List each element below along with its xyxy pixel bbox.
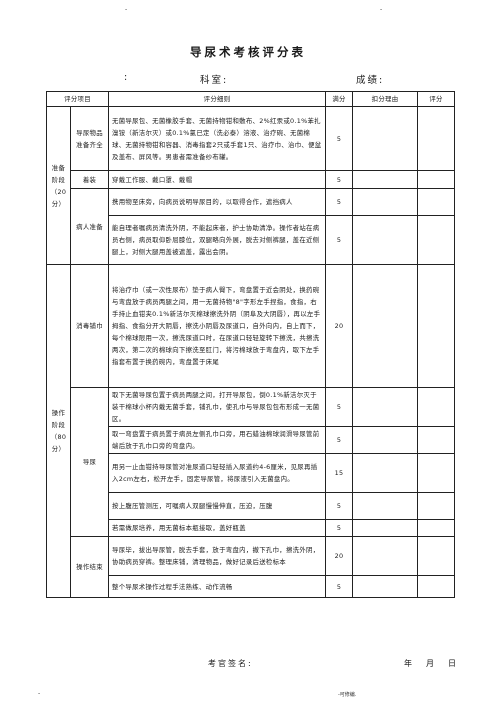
score-cell[interactable] bbox=[417, 519, 456, 537]
section-name: 操作阶段（80分） bbox=[46, 264, 71, 598]
column-header-detail: 评分细则 bbox=[108, 91, 327, 107]
deduction-reason-cell[interactable] bbox=[352, 426, 419, 454]
deduction-reason-cell[interactable] bbox=[352, 188, 419, 216]
criteria-text: 取一弯盘置于病员置于病员左侧孔巾口旁，用石蜡油棉球润滑导尿管前端后放于孔巾口旁的… bbox=[108, 426, 327, 454]
column-header-score: 评分 bbox=[417, 91, 456, 107]
score-cell[interactable] bbox=[417, 575, 456, 598]
score-cell[interactable] bbox=[417, 492, 456, 520]
score-cell[interactable] bbox=[417, 426, 456, 454]
table-row: 整个导尿术操作过程手法熟练、动作流畅 5 bbox=[47, 575, 456, 598]
editable-note: -可修编. bbox=[338, 692, 357, 698]
max-score: 5 bbox=[325, 492, 354, 520]
max-score: 5 bbox=[325, 575, 354, 598]
score-cell[interactable] bbox=[417, 536, 456, 576]
subitem-name: 导尿物品准备齐全 bbox=[69, 106, 110, 171]
subitem-name: 消毒铺巾 bbox=[69, 264, 110, 388]
criteria-text: 整个导尿术操作过程手法熟练、动作流畅 bbox=[108, 575, 327, 598]
table-row: 操作结束 导尿毕，拔出导尿管，脱去手套，放于弯盘内，撤下孔巾，擦洗外阴，协助病员… bbox=[47, 536, 456, 598]
max-score: 5 bbox=[325, 426, 354, 454]
criteria-text: 用另一止血钳持导尿管对准尿道口轻轻插入尿道约4-6厘米，见尿再插入2cm左右，松… bbox=[108, 453, 327, 493]
table-row: 操作阶段（80分） 消毒铺巾 将治疗巾（或一次性尿布）垫于病人臀下，弯盘置于近会… bbox=[46, 264, 456, 598]
table-row: 准备阶段（20分） 导尿物品准备齐全 无菌导尿包、无菌橡胶手套、无菌持物钳和敷布… bbox=[46, 106, 456, 265]
criteria-text: 若需做尿培养，用无菌标本瓶接取，盖好瓶盖 bbox=[108, 519, 327, 537]
date-year: 年 bbox=[404, 659, 414, 668]
deduction-reason-cell[interactable] bbox=[352, 106, 419, 171]
max-score: 5 bbox=[325, 188, 354, 216]
deduction-reason-cell[interactable] bbox=[352, 170, 419, 189]
max-score: 15 bbox=[325, 453, 354, 493]
deduction-reason-cell[interactable] bbox=[352, 536, 419, 576]
score-cell[interactable] bbox=[417, 170, 456, 189]
column-header-item: 评分项目 bbox=[45, 91, 110, 107]
department-label: 科室: bbox=[200, 75, 229, 86]
corner-mark-top-left: - bbox=[125, 6, 128, 13]
deduction-reason-cell[interactable] bbox=[352, 519, 419, 537]
score-cell[interactable] bbox=[417, 453, 456, 493]
criteria-text: 按上腹压管测压，可嘱病人双腿慢慢伸直，压迫，压腹 bbox=[108, 492, 327, 520]
max-score: 5 bbox=[325, 215, 354, 265]
column-header-max: 满分 bbox=[325, 91, 354, 107]
table-row: 着装 穿戴工作服、戴口罩、戴帽 5 bbox=[47, 170, 456, 189]
score-label: 成绩: bbox=[356, 75, 385, 86]
criteria-text: 携用物至床旁，向病员说明导尿目的，以取得合作，遮挡病人 bbox=[108, 188, 327, 216]
examiner-signature-label: 考官签名: bbox=[208, 659, 253, 668]
date-month: 月 bbox=[426, 659, 436, 668]
max-score: 5 bbox=[325, 106, 354, 171]
table-row: 按上腹压管测压，可嘱病人双腿慢慢伸直，压迫，压腹 5 bbox=[47, 492, 456, 520]
criteria-text: 导尿毕，拔出导尿管，脱去手套，放于弯盘内，撤下孔巾，擦洗外阴，协助病员穿裤。整理… bbox=[108, 536, 327, 576]
criteria-text: 将治疗巾（或一次性尿布）垫于病人臀下，弯盘置于近会阴处，换药碗与弯盘放于病员两腿… bbox=[108, 264, 327, 388]
max-score: 5 bbox=[325, 387, 354, 427]
table-row: 能自理者嘱病员清洗外阴，不能起床者，护士协助清净。操作者站在病员右侧，病员取仰卧… bbox=[47, 215, 456, 265]
deduction-reason-cell[interactable] bbox=[352, 215, 419, 265]
score-cell[interactable] bbox=[417, 264, 456, 388]
max-score: 20 bbox=[325, 536, 354, 576]
table-row: 导尿 取下无菌导尿包置于病员两腿之间，打开导尿包，倒0.1%新洁尔灭于装干棉球小… bbox=[47, 387, 456, 537]
max-score: 20 bbox=[325, 264, 354, 388]
deduction-reason-cell[interactable] bbox=[352, 387, 419, 427]
column-header-deduction: 扣分理由 bbox=[352, 91, 419, 107]
subitem-name: 导尿 bbox=[69, 387, 110, 537]
page-title: 导尿术考核评分表 bbox=[190, 45, 306, 59]
subitem-name: 病人准备 bbox=[69, 188, 110, 265]
corner-mark-top-right: - bbox=[380, 6, 383, 13]
table-row: 若需做尿培养，用无菌标本瓶接取，盖好瓶盖 5 bbox=[47, 519, 456, 537]
table-row: 病人准备 携用物至床旁，向病员说明导尿目的，以取得合作，遮挡病人 5 bbox=[47, 188, 456, 265]
date-day: 日 bbox=[448, 659, 458, 668]
criteria-text: 能自理者嘱病员清洗外阴，不能起床者，护士协助清净。操作者站在病员右侧，病员取仰卧… bbox=[108, 215, 327, 265]
criteria-text: 无菌导尿包、无菌橡胶手套、无菌持物钳和敷布、2%红汞或0.1%苯扎溴铵（新洁尔灭… bbox=[108, 106, 327, 171]
header-prefix: : bbox=[124, 72, 130, 83]
subitem-name: 操作结束 bbox=[69, 536, 110, 598]
deduction-reason-cell[interactable] bbox=[352, 453, 419, 493]
criteria-text: 取下无菌导尿包置于病员两腿之间，打开导尿包，倒0.1%新洁尔灭于装干棉球小杯内戴… bbox=[108, 387, 327, 427]
score-cell[interactable] bbox=[417, 106, 456, 171]
max-score: 5 bbox=[325, 519, 354, 537]
deduction-reason-cell[interactable] bbox=[352, 575, 419, 598]
deduction-reason-cell[interactable] bbox=[352, 492, 419, 520]
table-row: 用另一止血钳持导尿管对准尿道口轻轻插入尿道约4-6厘米，见尿再插入2cm左右，松… bbox=[47, 453, 456, 493]
score-cell[interactable] bbox=[417, 215, 456, 265]
evaluation-table: 评分项目 评分细则 满分 扣分理由 评分 准备阶段（20分） 导尿物品准备齐全 … bbox=[45, 91, 456, 598]
max-score: 5 bbox=[325, 170, 354, 189]
score-cell[interactable] bbox=[417, 188, 456, 216]
deduction-reason-cell[interactable] bbox=[352, 264, 419, 388]
corner-mark-bottom-left: - bbox=[38, 690, 41, 697]
table-header-row: 评分项目 评分细则 满分 扣分理由 评分 bbox=[45, 91, 456, 107]
table-row: 取一弯盘置于病员置于病员左侧孔巾口旁，用石蜡油棉球润滑导尿管前端后放于孔巾口旁的… bbox=[47, 426, 456, 454]
criteria-text: 穿戴工作服、戴口罩、戴帽 bbox=[108, 170, 327, 189]
section-name: 准备阶段（20分） bbox=[46, 106, 71, 265]
subitem-name: 着装 bbox=[69, 170, 110, 189]
score-cell[interactable] bbox=[417, 387, 456, 427]
